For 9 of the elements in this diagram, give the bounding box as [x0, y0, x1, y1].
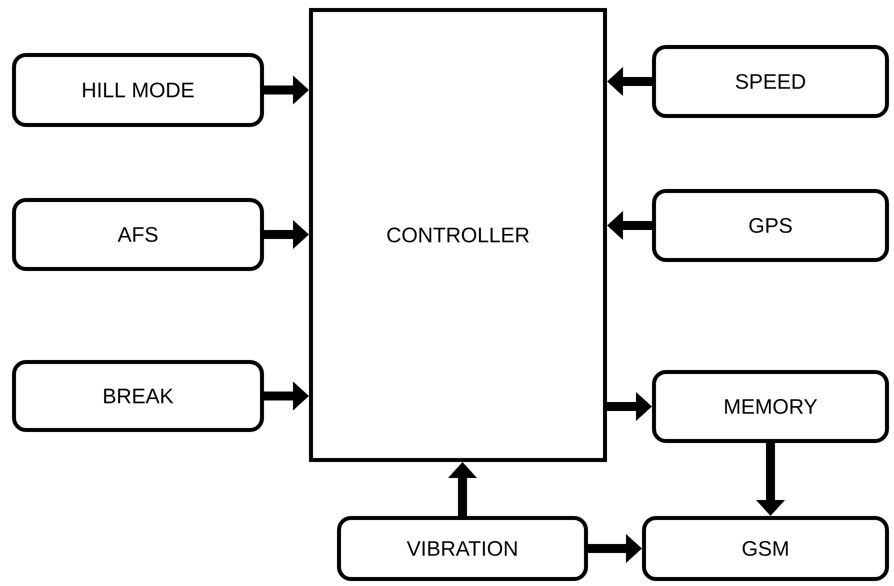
process-box: BREAK: [12, 360, 264, 432]
process-box: MEMORY: [652, 370, 889, 443]
process-box: AFS: [12, 198, 264, 271]
process-box: VIBRATION: [337, 516, 588, 581]
process-box: GSM: [642, 516, 889, 581]
process-box: GPS: [652, 189, 889, 262]
controller-box: CONTROLLER: [309, 8, 607, 462]
process-box: SPEED: [652, 45, 889, 118]
process-box: HILL MODE: [12, 53, 264, 127]
